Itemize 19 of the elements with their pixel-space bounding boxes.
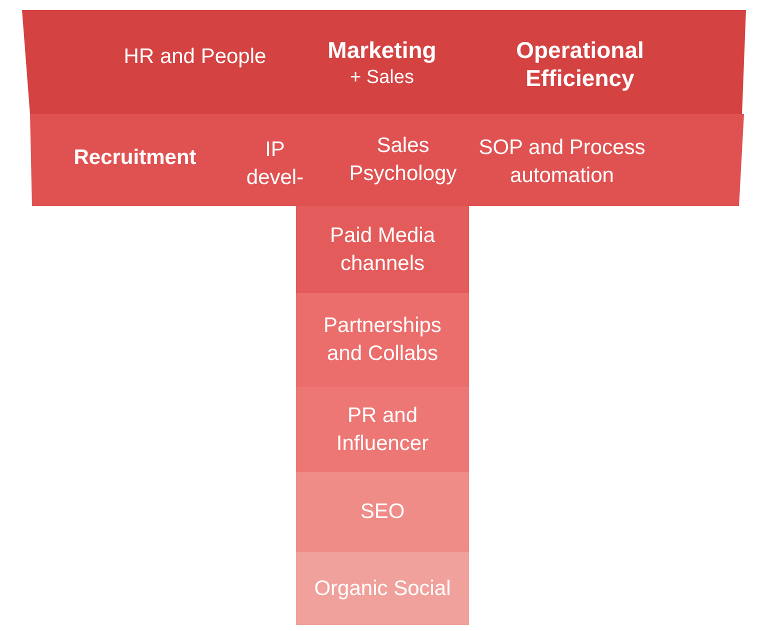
skill-label: SEO bbox=[360, 499, 405, 525]
skill-label: SOP and Process automation bbox=[478, 135, 646, 189]
category-heading: HR and People bbox=[124, 44, 266, 70]
skill-band bbox=[30, 114, 744, 206]
skill-label: Sales Psychology bbox=[348, 133, 458, 187]
skill-label: Paid Media channels bbox=[328, 222, 436, 276]
skill-band bbox=[296, 387, 469, 472]
skill-label: IP devel- bbox=[245, 137, 305, 191]
skill-band bbox=[296, 206, 469, 293]
header-band bbox=[22, 10, 746, 114]
skill-band bbox=[296, 293, 469, 387]
category-heading: Operational Efficiency bbox=[515, 36, 645, 92]
skill-label: PR and Influencer bbox=[335, 402, 430, 456]
skill-band bbox=[296, 552, 469, 625]
skill-band bbox=[296, 472, 469, 552]
skill-label: Organic Social bbox=[314, 576, 451, 602]
category-heading: Marketing + Sales bbox=[328, 36, 436, 90]
skill-label: Recruitment bbox=[74, 145, 196, 171]
skill-label: Partnerships and Collabs bbox=[322, 313, 442, 367]
